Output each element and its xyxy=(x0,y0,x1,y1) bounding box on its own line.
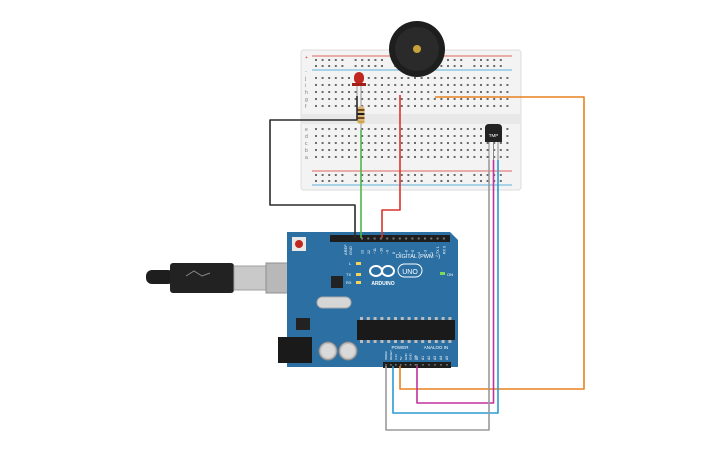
analog-pin-label: A1 xyxy=(421,356,425,360)
wire-magenta[interactable] xyxy=(416,160,495,404)
digital-label: DIGITAL (PWM ~) xyxy=(396,254,440,260)
reset-button-cap[interactable] xyxy=(295,240,303,248)
digital-pin-label: 7 xyxy=(398,252,402,254)
wire-blue[interactable] xyxy=(392,160,499,414)
digital-pin-label: TX 1 xyxy=(436,246,440,254)
row-letter: h xyxy=(305,90,308,96)
digital-pin-label: ~3 xyxy=(424,250,428,254)
tx-label: TX xyxy=(346,272,351,277)
analog-pin-label: A2 xyxy=(427,356,431,360)
arduino-logo: UNO ARDUINO xyxy=(369,263,423,287)
row-letter: c xyxy=(305,141,308,147)
model-label: UNO xyxy=(402,269,418,276)
red-led[interactable] xyxy=(352,72,366,96)
digital-pin-label: 8 xyxy=(392,252,396,254)
digital-pin-label: RX 0 xyxy=(442,246,446,254)
power-pin-label: GND xyxy=(404,353,408,361)
power-header[interactable] xyxy=(383,362,423,368)
digital-pin-label: ~10 xyxy=(379,248,383,254)
on-label: ON xyxy=(447,272,453,277)
power-pin-label: IOREF xyxy=(384,351,388,360)
resistor[interactable] xyxy=(357,96,365,130)
digital-header[interactable] xyxy=(330,235,450,242)
wire-orange[interactable] xyxy=(399,96,585,390)
analog-pin-label: A3 xyxy=(433,356,437,360)
digital-pin-label: ~11 xyxy=(373,248,377,254)
analog-label: ANALOG IN xyxy=(424,345,449,350)
analog-header[interactable] xyxy=(413,362,451,368)
wire-red[interactable] xyxy=(381,95,401,238)
rail-plus-label: + xyxy=(305,55,308,61)
usb-chip xyxy=(331,276,343,288)
power-pin-label: VIN xyxy=(414,355,418,360)
digital-pin-label: ~6 xyxy=(405,250,409,254)
temperature-sensor[interactable]: TMP xyxy=(485,124,502,160)
row-letter: b xyxy=(305,148,308,154)
power-pin-label: RESET xyxy=(389,350,393,360)
analog-pin-label: A5 xyxy=(445,356,449,360)
row-letter: e xyxy=(305,127,308,133)
analog-pin-label: A4 xyxy=(439,356,443,360)
power-pin-label: GND xyxy=(409,353,413,361)
row-letter: i xyxy=(305,83,306,89)
row-letter: j xyxy=(304,76,306,82)
power-label: POWER xyxy=(391,345,409,350)
digital-pin-label: 12 xyxy=(367,250,371,254)
power-jack[interactable] xyxy=(278,337,312,363)
rail-minus-label: - xyxy=(305,69,307,75)
piezo-buzzer[interactable] xyxy=(389,21,445,77)
power-pin-label: 3.3V xyxy=(394,354,398,360)
voltage-regulator xyxy=(296,318,310,330)
atmega-chip xyxy=(357,320,455,340)
l-label: L xyxy=(349,261,352,266)
row-letter: g xyxy=(305,97,308,103)
wire-gray[interactable] xyxy=(385,160,490,431)
row-letter: d xyxy=(305,134,308,140)
wire-black[interactable] xyxy=(269,96,358,238)
digital-pin-label: 2 xyxy=(430,252,434,254)
crystal xyxy=(316,296,352,309)
analog-pin-label: A0 xyxy=(415,356,419,360)
gnd-label: GND xyxy=(348,246,353,255)
power-pin-label: 5V xyxy=(399,356,403,360)
row-letter: f xyxy=(305,104,307,110)
rx-label: RX xyxy=(346,280,352,285)
brand-label: ARDUINO xyxy=(371,281,394,287)
row-letter: a xyxy=(305,155,308,161)
aref-label: AREF xyxy=(343,244,348,255)
digital-pin-label: ~5 xyxy=(411,250,415,254)
digital-pin-label: 4 xyxy=(417,252,421,254)
digital-pin-label: 13 xyxy=(361,250,365,254)
digital-pin-label: ~9 xyxy=(386,250,390,254)
sensor-label: TMP xyxy=(489,133,499,138)
